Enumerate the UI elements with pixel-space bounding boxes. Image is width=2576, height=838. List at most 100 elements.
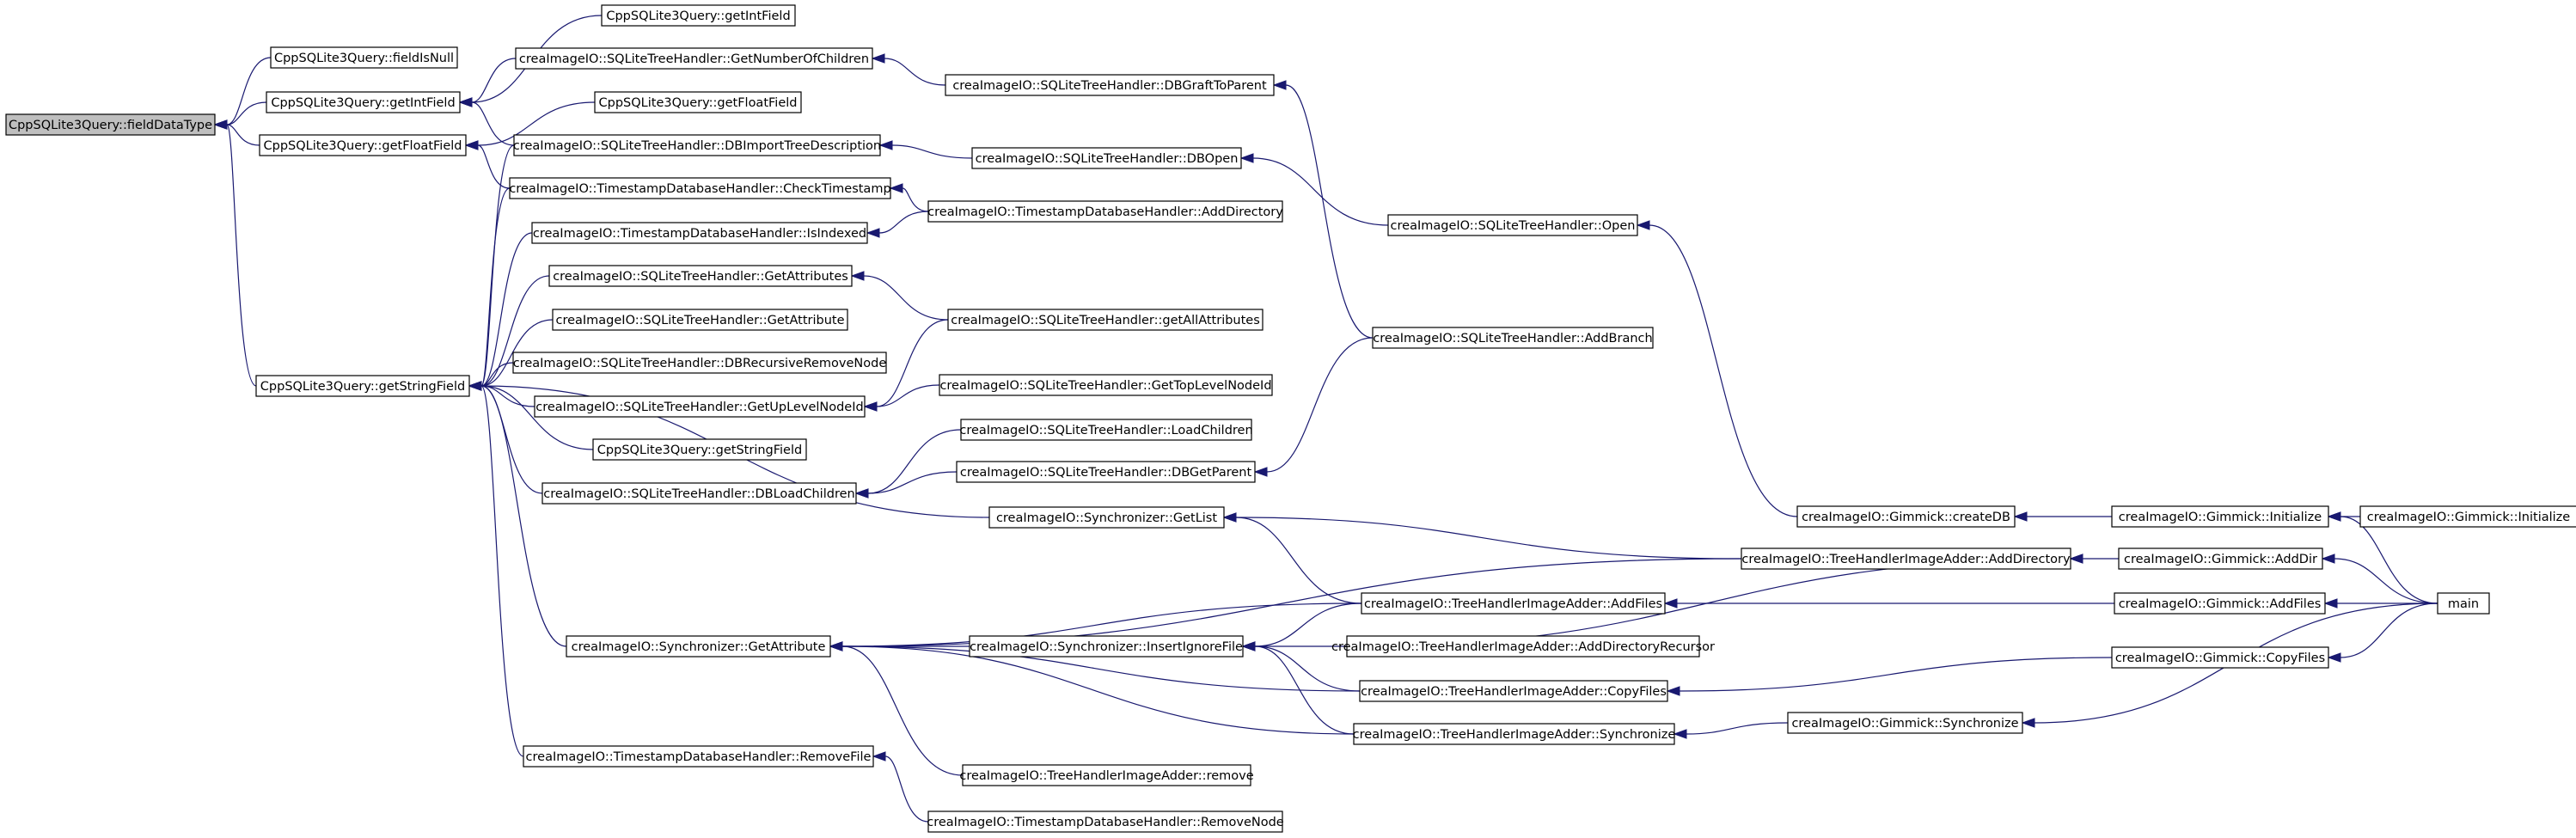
arrowhead-icon: [1673, 729, 1687, 739]
edge-main-to-gimmick-copy-files: [2340, 603, 2438, 658]
node-get-top-level-node-id[interactable]: creaImageIO::SQLiteTreeHandler::GetTopLe…: [939, 374, 1273, 396]
node-dbimport-tree-description[interactable]: creaImageIO::SQLiteTreeHandler::DBImport…: [513, 134, 881, 156]
node-load-children[interactable]: creaImageIO::SQLiteTreeHandler::LoadChil…: [959, 419, 1253, 441]
edge-copy-files-to-insert-ignore-file: [1254, 645, 1361, 692]
node-get-string-field2[interactable]: CppSQLite3Query::getStringField: [592, 438, 807, 461]
node-field-is-null[interactable]: CppSQLite3Query::fieldIsNull: [270, 46, 458, 69]
edge-tsremove-file-to-get-string-field: [480, 385, 524, 757]
node-gimmick-synchronize[interactable]: creaImageIO::Gimmick::Synchronize: [1787, 712, 2023, 734]
node-initialize[interactable]: creaImageIO::Gimmick::Initialize: [2111, 505, 2329, 528]
node-box: [266, 91, 461, 113]
arrowhead-icon: [2327, 652, 2341, 663]
node-label: creaImageIO::SQLiteTreeHandler::GetTopLe…: [939, 379, 1271, 393]
arrowhead-icon: [1222, 512, 1237, 523]
edge-add-files-to-sync-get-attribute: [841, 603, 1362, 647]
node-dbgraft-to-parent[interactable]: creaImageIO::SQLiteTreeHandler::DBGraftT…: [945, 74, 1275, 96]
nodes-layer: CppSQLite3Query::fieldDataTypeCppSQLite3…: [5, 4, 2576, 833]
node-add-dir[interactable]: creaImageIO::Gimmick::AddDir: [2118, 547, 2323, 570]
arrowhead-icon: [854, 488, 869, 499]
node-add-directory-recursor[interactable]: creaImageIO::TreeHandlerImageAdder::AddD…: [1331, 635, 1715, 658]
node-label: creaImageIO::TimestampDatabaseHandler::I…: [533, 227, 866, 241]
node-box: [988, 506, 1225, 529]
node-is-indexed[interactable]: creaImageIO::TimestampDatabaseHandler::I…: [531, 222, 868, 244]
node-box: [971, 147, 1242, 169]
node-get-float-field2[interactable]: CppSQLite3Query::getFloatField: [594, 91, 802, 113]
node-tsremove-node[interactable]: creaImageIO::TimestampDatabaseHandler::R…: [927, 810, 1284, 833]
node-initialize2[interactable]: creaImageIO::Gimmick::Initialize: [2359, 505, 2576, 528]
node-sync-get-attribute[interactable]: creaImageIO::Synchronizer::GetAttribute: [566, 635, 831, 658]
node-box: [939, 374, 1273, 396]
arrowhead-icon: [872, 751, 886, 762]
node-add-branch[interactable]: creaImageIO::SQLiteTreeHandler::AddBranc…: [1372, 327, 1654, 349]
node-tsremove-file[interactable]: creaImageIO::TimestampDatabaseHandler::R…: [523, 745, 874, 768]
node-label: CppSQLite3Query::getStringField: [597, 443, 802, 457]
edge-open-to-dbopen: [1252, 157, 1389, 226]
arrowhead-icon: [866, 228, 880, 238]
node-dbget-parent[interactable]: creaImageIO::SQLiteTreeHandler::DBGetPar…: [956, 461, 1256, 483]
node-label: creaImageIO::SQLiteTreeHandler::DBGetPar…: [960, 466, 1252, 480]
node-box: [956, 461, 1256, 483]
node-label: creaImageIO::Gimmick::AddFiles: [2119, 597, 2322, 611]
node-box: [1372, 327, 1654, 349]
node-box: [255, 375, 470, 397]
node-box: [534, 395, 866, 418]
node-add-directory[interactable]: creaImageIO::TreeHandlerImageAdder::AddD…: [1741, 547, 2071, 570]
edge-main-to-initialize: [2340, 516, 2438, 604]
edge-tree-synchronize-to-sync-get-attribute: [841, 645, 1355, 735]
node-box: [1741, 547, 2071, 570]
node-main[interactable]: main: [2437, 592, 2490, 615]
node-label: main: [2448, 597, 2479, 611]
node-get-up-level-node-id[interactable]: creaImageIO::SQLiteTreeHandler::GetUpLev…: [534, 395, 866, 418]
node-label: creaImageIO::Gimmick::CopyFiles: [2115, 651, 2325, 665]
node-gimmick-add-files[interactable]: creaImageIO::Gimmick::AddFiles: [2114, 592, 2326, 615]
node-tree-remove[interactable]: creaImageIO::TreeHandlerImageAdder::remo…: [959, 764, 1254, 786]
edge-add-branch-to-dbgraft-to-parent: [1285, 84, 1374, 339]
node-create-db[interactable]: creaImageIO::Gimmick::createDB: [1796, 505, 2016, 528]
node-field-data-type[interactable]: CppSQLite3Query::fieldDataType: [5, 113, 216, 136]
node-label: creaImageIO::SQLiteTreeHandler::DBOpen: [976, 152, 1239, 166]
node-get-attributes[interactable]: creaImageIO::SQLiteTreeHandler::GetAttri…: [548, 265, 853, 287]
arrowhead-icon: [2327, 511, 2341, 522]
node-get-int-field[interactable]: CppSQLite3Query::getIntField: [266, 91, 461, 113]
node-tree-synchronize[interactable]: creaImageIO::TreeHandlerImageAdder::Sync…: [1353, 723, 1676, 745]
node-dbrecursive-remove-node[interactable]: creaImageIO::SQLiteTreeHandler::DBRecurs…: [512, 352, 887, 374]
arrowhead-icon: [1239, 153, 1254, 163]
node-box: [2111, 505, 2329, 528]
node-get-float-field[interactable]: CppSQLite3Query::getFloatField: [259, 134, 467, 156]
node-tsadd-directory[interactable]: creaImageIO::TimestampDatabaseHandler::A…: [927, 200, 1283, 223]
edge-add-branch-to-dbget-parent: [1266, 337, 1374, 473]
edge-load-children-to-dbload-children: [867, 429, 962, 494]
edge-tsadd-directory-to-check-timestamp: [902, 187, 929, 212]
arrowhead-icon: [2321, 554, 2335, 564]
arrowhead-icon: [878, 140, 893, 150]
node-get-all-attributes[interactable]: creaImageIO::SQLiteTreeHandler::getAllAt…: [947, 309, 1264, 331]
node-get-string-field[interactable]: CppSQLite3Query::getStringField: [255, 375, 470, 397]
node-add-files[interactable]: creaImageIO::TreeHandlerImageAdder::AddF…: [1361, 592, 1666, 615]
node-get-int-field2[interactable]: CppSQLite3Query::getIntField: [601, 4, 796, 27]
node-label: creaImageIO::Synchronizer::GetAttribute: [572, 640, 826, 654]
node-label: creaImageIO::SQLiteTreeHandler::DBImport…: [513, 139, 881, 153]
node-label: CppSQLite3Query::fieldDataType: [9, 119, 212, 132]
node-sync-get-list[interactable]: creaImageIO::Synchronizer::GetList: [988, 506, 1225, 529]
arrowhead-icon: [2069, 554, 2083, 564]
node-insert-ignore-file[interactable]: creaImageIO::Synchronizer::InsertIgnoreF…: [969, 635, 1244, 658]
node-open[interactable]: creaImageIO::SQLiteTreeHandler::Open: [1387, 214, 1638, 236]
node-box: [962, 764, 1251, 786]
arrowhead-icon: [1636, 220, 1650, 230]
node-box: [960, 419, 1252, 441]
node-dbload-children[interactable]: creaImageIO::SQLiteTreeHandler::DBLoadCh…: [542, 482, 857, 505]
node-box: [552, 309, 848, 331]
node-label: CppSQLite3Query::getStringField: [260, 380, 465, 394]
node-label: creaImageIO::SQLiteTreeHandler::GetAttri…: [553, 270, 848, 284]
node-check-timestamp[interactable]: creaImageIO::TimestampDatabaseHandler::C…: [509, 177, 891, 199]
node-box: [601, 4, 796, 27]
node-label: creaImageIO::TimestampDatabaseHandler::C…: [509, 182, 890, 196]
arrowhead-icon: [2013, 511, 2028, 522]
node-get-attribute[interactable]: creaImageIO::SQLiteTreeHandler::GetAttri…: [552, 309, 848, 331]
arrowhead-icon: [863, 401, 878, 412]
node-gimmick-copy-files[interactable]: creaImageIO::Gimmick::CopyFiles: [2111, 646, 2329, 669]
node-copy-files[interactable]: creaImageIO::TreeHandlerImageAdder::Copy…: [1359, 680, 1668, 702]
node-box: [1346, 635, 1700, 658]
node-get-number-of-children[interactable]: creaImageIO::SQLiteTreeHandler::GetNumbe…: [515, 47, 873, 70]
node-dbopen[interactable]: creaImageIO::SQLiteTreeHandler::DBOpen: [971, 147, 1242, 169]
